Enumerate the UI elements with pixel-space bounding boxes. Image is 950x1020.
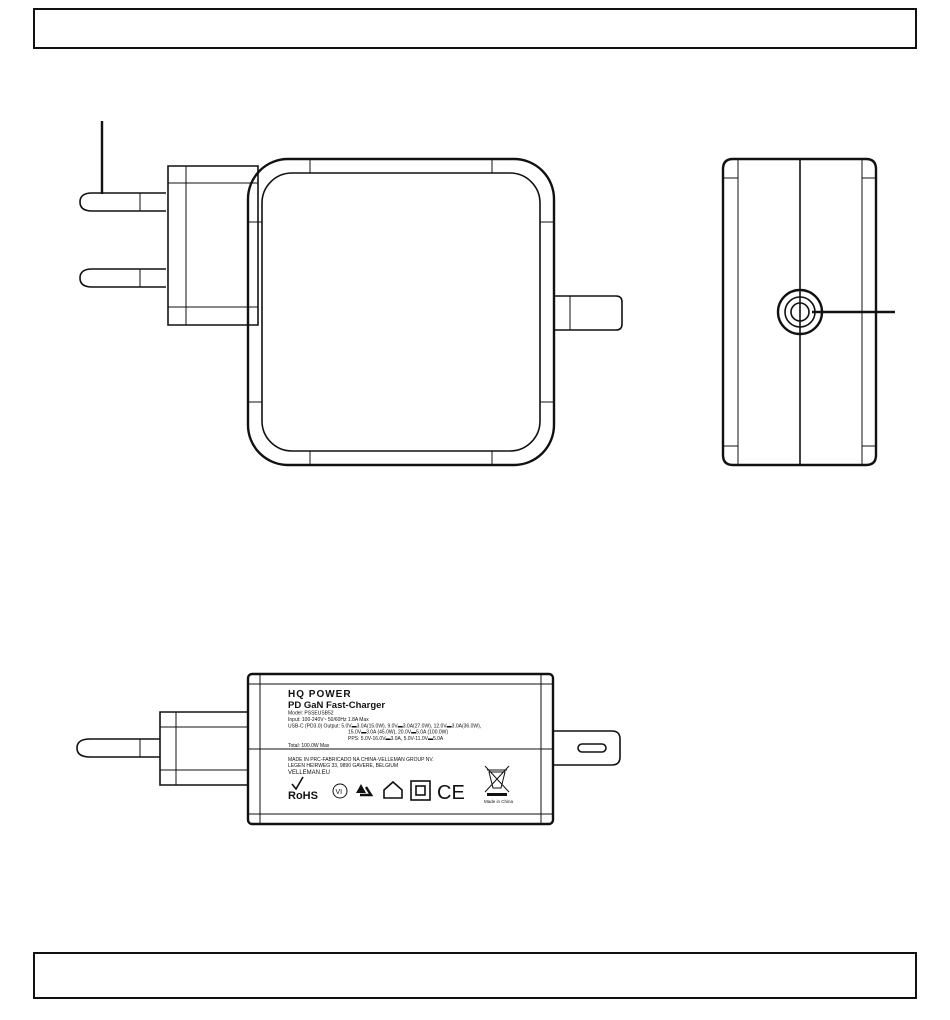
bottom-plug-prong — [76, 738, 160, 758]
ce-text: CE — [437, 782, 465, 804]
side-view — [721, 157, 895, 467]
website-text: VELLEMAN.EU — [288, 770, 330, 776]
weee-crossed-bin-icon: Made in China — [484, 765, 514, 804]
output-text-1: USB-C (PD3.0) Output: 5.0V▬3.0A(15.0W), … — [288, 724, 481, 730]
plug-prong-lower — [79, 268, 166, 288]
input-text: Input: 100-240V~ 50/60Hz 1.8A Max — [288, 717, 369, 723]
vi-text: VI — [336, 789, 343, 796]
cable-stub — [554, 295, 623, 331]
top-header-box — [33, 8, 917, 49]
indoor-use-house-icon — [383, 780, 403, 799]
made-in-china-text: Made in China — [484, 799, 514, 804]
address-text: LEGEN HEIRWEG 33, 9890 GAVERE, BELGIUM — [288, 763, 398, 769]
product-title: PD GaN Fast-Charger — [288, 700, 385, 711]
ce-mark-icon: CE — [437, 782, 465, 804]
rating-label: HQ POWER PD GaN Fast-Charger Model: PSSE… — [288, 689, 514, 804]
total-text: Total: 100.0W Max — [288, 743, 330, 749]
plug-block — [167, 165, 259, 326]
usb-c-port-inner — [790, 302, 810, 322]
side-body — [721, 157, 878, 467]
front-view — [79, 121, 623, 467]
rohs-check-icon: RoHS — [288, 776, 318, 802]
charger-body-inner — [261, 172, 541, 452]
bottom-plug-block — [159, 711, 249, 786]
output-text-2: 15.0V▬3.0A (45.0W), 20.0V▬5.0A (100.0W) — [348, 730, 448, 736]
bottom-footer-box — [33, 952, 917, 999]
made-in-prc-text: MADE IN PRC-FABRICADO NA CHINA-VELLEMAN … — [288, 757, 434, 763]
bottom-view — [76, 672, 621, 826]
model-text: Model: PSSEUSB52 — [288, 711, 334, 717]
charger-body-outer — [246, 157, 556, 467]
brand-logo: HQ POWER — [288, 689, 352, 700]
double-insulation-icon — [410, 780, 431, 801]
pps-text: PPS: 5.0V-16.0V▬3.0A, 5.0V-11.0V▬5.0A — [348, 736, 444, 742]
plug-prong-upper — [79, 192, 166, 212]
rohs-text: RoHS — [288, 790, 318, 802]
efficiency-vi-icon: VI — [332, 783, 348, 799]
recycle-icon — [356, 784, 374, 797]
bottom-cable-stub — [553, 730, 621, 766]
